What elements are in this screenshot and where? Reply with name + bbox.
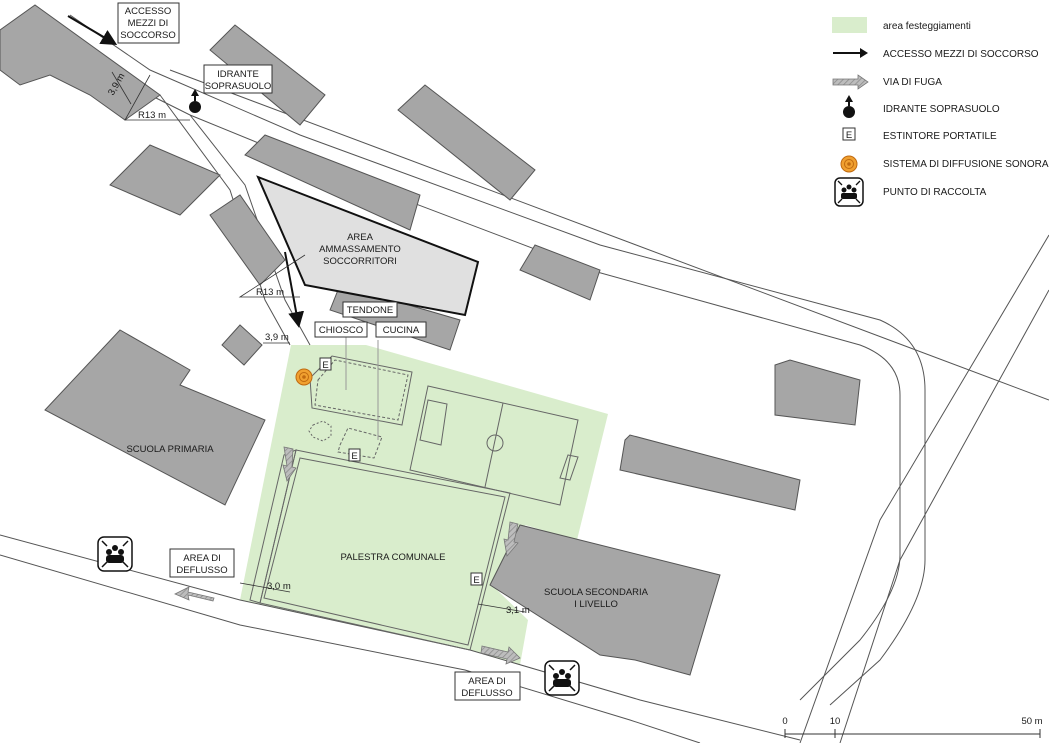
building-upper-right [397,84,536,201]
dimension-r13-top: R13 m [138,110,166,121]
building-left-mid [109,144,221,216]
building-left-small [209,194,286,286]
chiosco-outline [308,420,332,442]
svg-text:E: E [351,451,357,462]
building-behind-area [244,134,421,231]
festival-area [240,345,608,665]
scuola-secondaria-line1: SCUOLA SECONDARIA [544,587,649,598]
svg-text:AREA DI: AREA DI [468,676,506,687]
black-arrow-icon [833,48,868,58]
dimension-annotations [111,71,526,613]
extinguisher-e-icon: E [319,357,332,371]
svg-text:AREA DI: AREA DI [183,553,221,564]
svg-text:E: E [322,360,328,371]
svg-text:DEFLUSSO: DEFLUSSO [461,688,512,699]
legend-item-idrante: IDRANTE SOPRASUOLO [883,104,1000,115]
svg-text:MEZZI DI: MEZZI DI [128,18,169,29]
building-tiny [221,324,263,366]
svg-text:SOCCORSO: SOCCORSO [120,30,175,41]
assembly-point-icon [834,177,864,207]
building-top-left [0,4,161,121]
escape-arrow-1 [282,446,297,482]
extinguisher-e-icon: E [348,448,361,462]
svg-text:SOPRASUOLO: SOPRASUOLO [205,81,272,92]
cucina-outline [337,427,383,459]
area-ammassamento-line3: SOCCORRITORI [323,256,397,267]
extinguisher-markers: E E E [319,357,483,586]
scale-bar: 0 10 50 m [782,716,1043,738]
dimension-3-9m-mid: 3,9 m [265,332,289,343]
svg-text:ACCESSO: ACCESSO [125,6,171,17]
svg-text:E: E [846,130,852,141]
access-arrow-road [284,251,305,328]
green-area-swatch-icon [832,17,867,33]
building-far-right [774,359,861,426]
extinguisher-e-icon: E [842,127,856,141]
legend-item-diffusione-sonora: SISTEMA DI DIFFUSIONE SONORA [883,159,1049,170]
extinguisher-e-icon: E [470,572,483,586]
hydrant-icon [189,89,201,113]
escape-arrows [174,446,521,665]
building-scuola-primaria [44,329,266,506]
palestra-label: PALESTRA COMUNALE [341,552,446,563]
hydrant-icon [843,95,855,118]
escape-arrow-3 [480,645,521,665]
access-arrow-top [67,15,118,46]
dimension-3-0m: 3,0 m [267,581,291,592]
scuola-secondaria-line2: I LIVELLO [574,599,618,610]
label-cucina: CUCINA [375,321,427,338]
label-idrante: IDRANTE SOPRASUOLO [203,64,273,94]
escape-arrow-2 [503,521,519,557]
svg-text:CHIOSCO: CHIOSCO [319,325,363,336]
area-ammassamento-line1: AREA [347,232,374,243]
area-ammassamento: AREA AMMASSAMENTO SOCCORRITORI [256,175,480,317]
scuola-primaria-label: SCUOLA PRIMARIA [126,444,214,455]
building-scuola-secondaria [489,524,721,676]
scale-tick-0: 0 [782,716,787,727]
scale-tick-10: 10 [830,716,841,727]
speaker-target-icon [295,368,313,386]
svg-text:TENDONE: TENDONE [347,305,393,316]
access-arrows [67,15,305,328]
assembly-point-icon [544,660,580,696]
svg-text:DEFLUSSO: DEFLUSSO [176,565,227,576]
building-right-long [619,434,801,511]
assembly-point-icon [97,536,133,572]
scale-tick-50: 50 m [1021,716,1042,727]
dimension-r13-mid: R13 m [256,287,284,298]
dimension-3-1m: 3,1 m [506,605,530,616]
soccer-field [409,385,579,506]
legend-item-accesso: ACCESSO MEZZI DI SOCCORSO [883,49,1039,60]
svg-text:E: E [473,575,479,586]
label-chiosco: CHIOSCO [314,321,368,338]
legend-item-punto-raccolta: PUNTO DI RACCOLTA [883,187,987,198]
label-area-deflusso-left: AREA DI DEFLUSSO [169,548,235,578]
tendone-outline [314,359,409,421]
festival-features [249,322,579,651]
legend-item-area-festeggiamenti: area festeggiamenti [883,21,971,32]
label-accesso-mezzi: ACCESSO MEZZI DI SOCCORSO [117,2,180,44]
svg-text:IDRANTE: IDRANTE [217,69,259,80]
legend: area festeggiamenti ACCESSO MEZZI DI SOC… [832,17,1049,207]
legend-item-estintore: ESTINTORE PORTATILE [883,131,997,142]
area-ammassamento-line2: AMMASSAMENTO [319,244,401,255]
label-area-deflusso-bottom: AREA DI DEFLUSSO [454,671,521,701]
legend-item-via-di-fuga: VIA DI FUGA [883,77,942,88]
escape-arrow-4 [174,586,215,602]
svg-text:CUCINA: CUCINA [383,325,420,336]
building-right-small [519,244,601,301]
hatched-arrow-icon [832,74,869,90]
label-tendone: TENDONE [342,301,398,318]
speaker-target-icon [840,155,858,173]
